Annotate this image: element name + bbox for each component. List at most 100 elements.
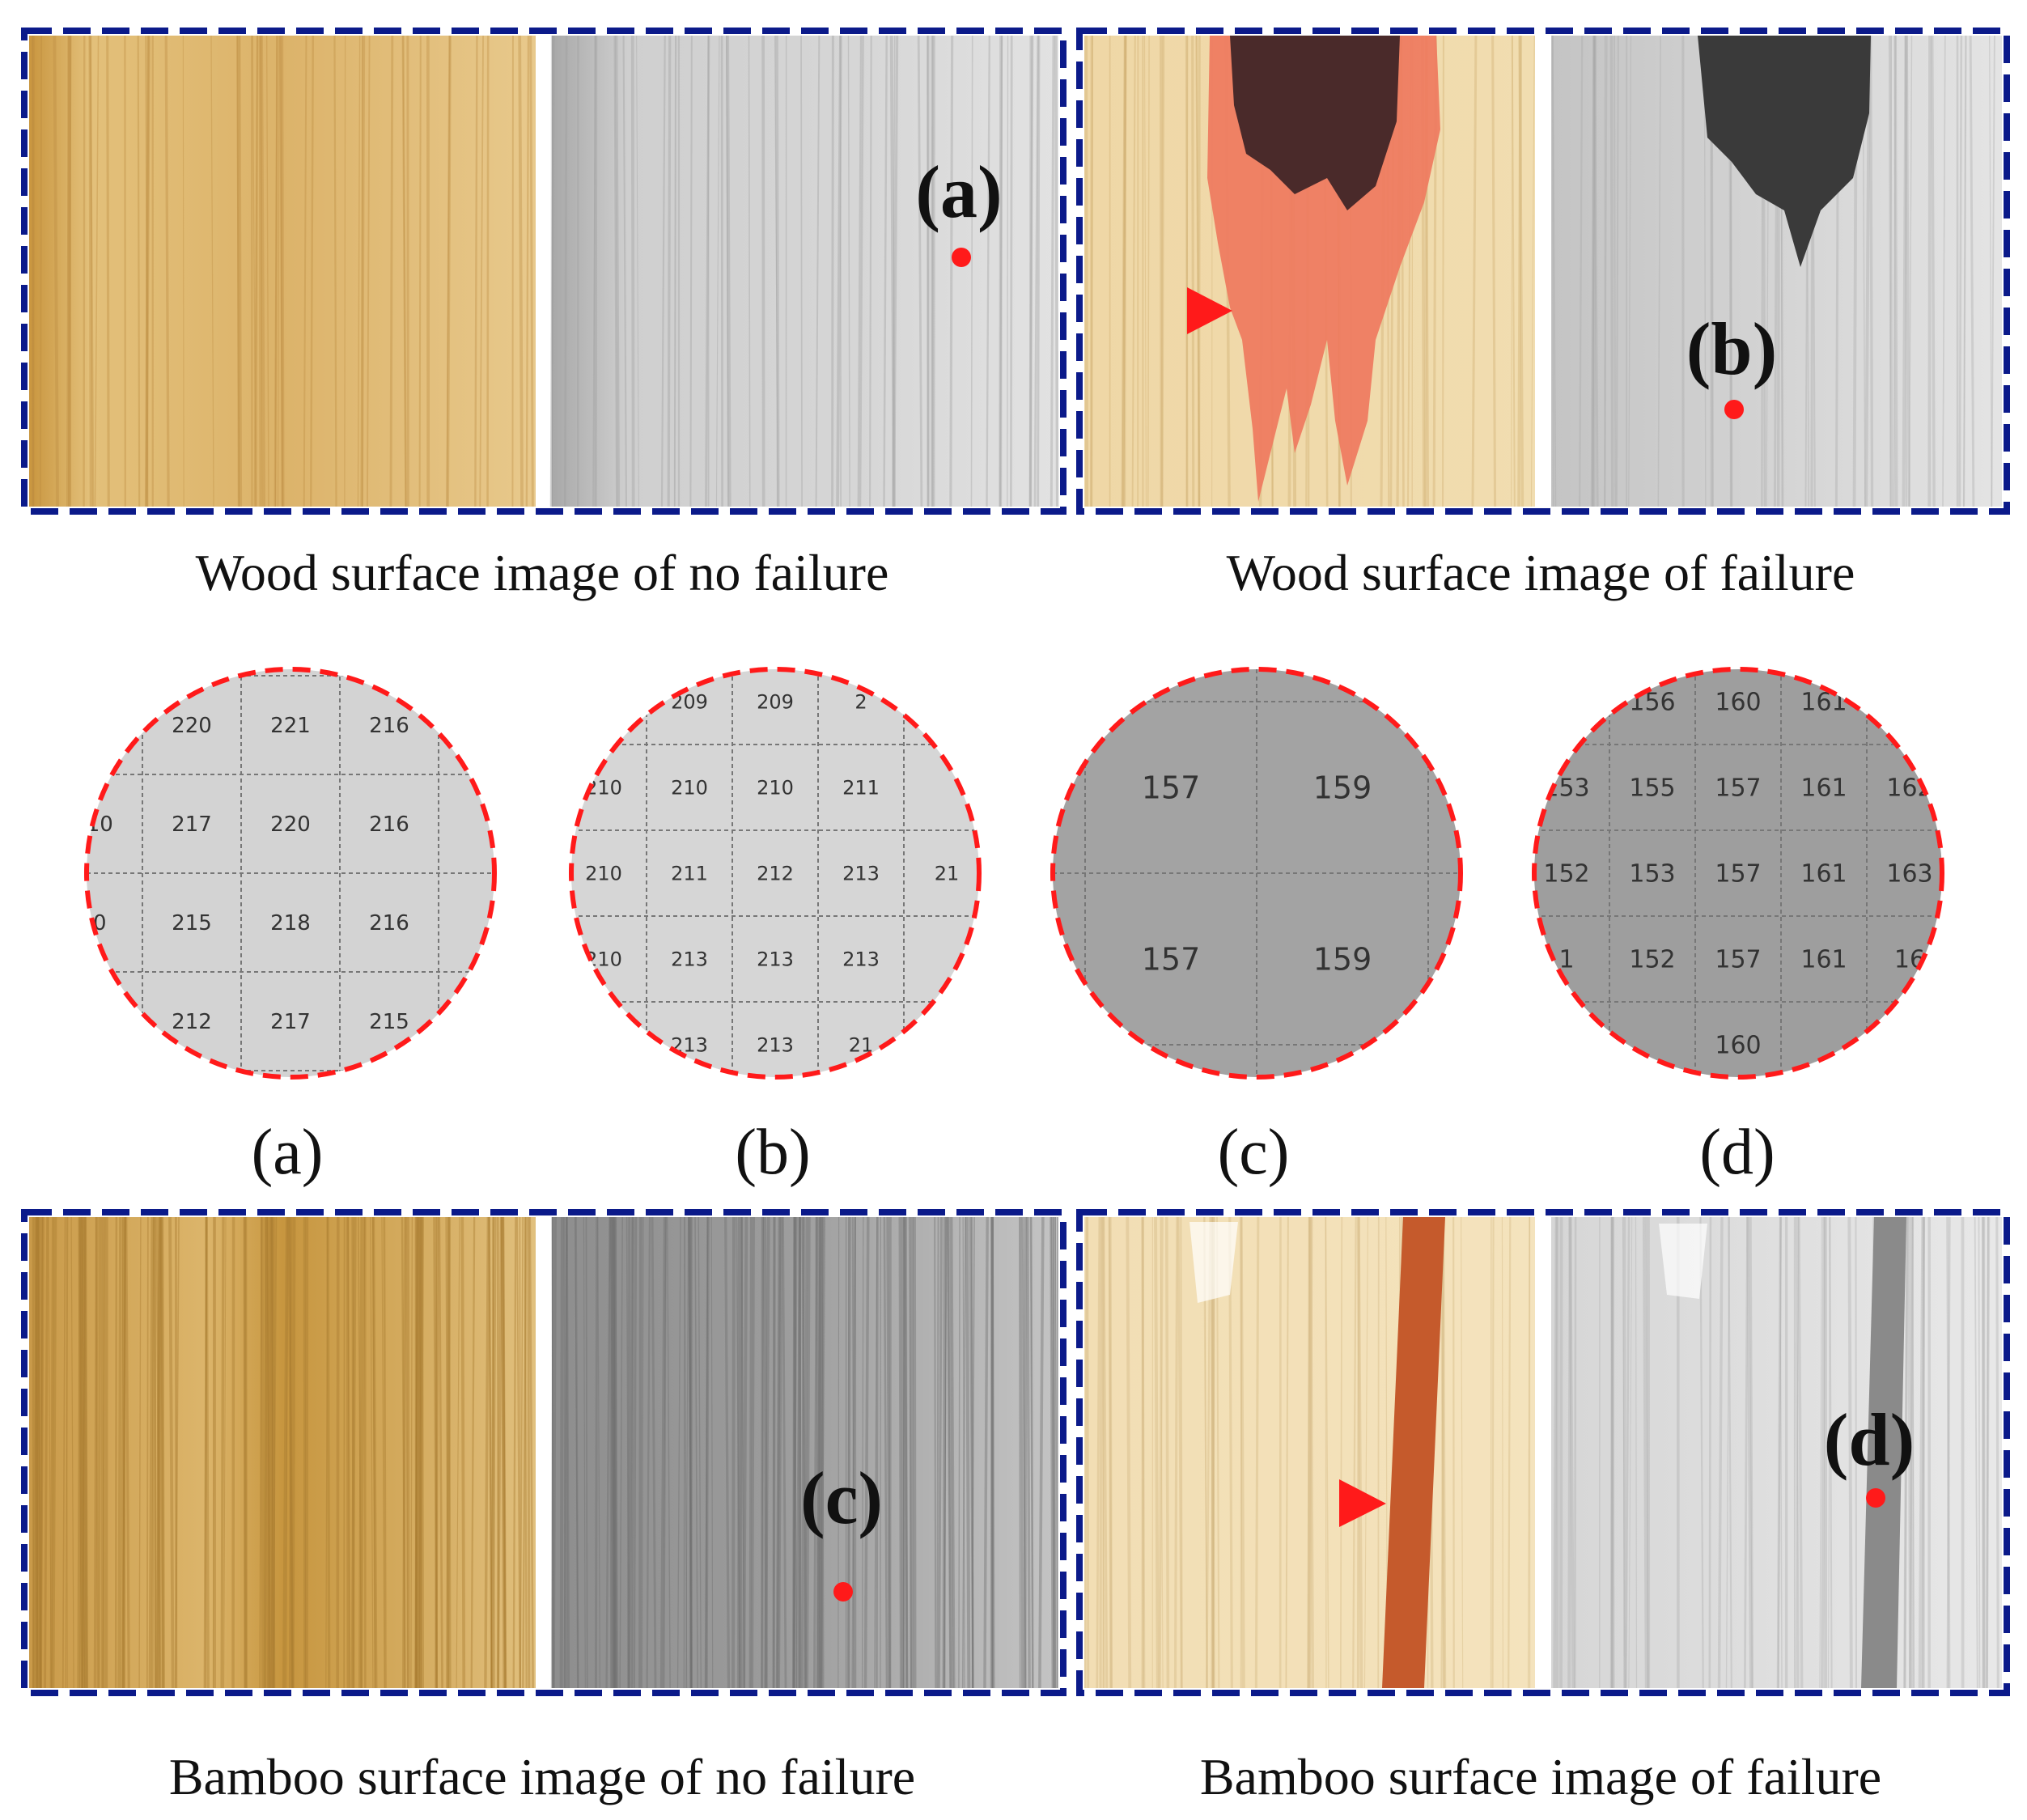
grain-line [490,1216,494,1689]
grain-line [1131,35,1136,507]
pixel-value: 217 [172,812,212,837]
grain-line [435,1216,439,1689]
grain-line [836,35,842,507]
grain-line [1907,1216,1912,1689]
pixel-value: 156 [1629,689,1675,717]
grain-line [1796,1216,1800,1689]
pixel-value: 221 [270,714,311,738]
grain-line [804,1216,808,1689]
grain-line [83,35,86,507]
pixel-value: 157 [1715,774,1761,803]
circle-border [84,667,497,1080]
grain-line [820,1216,826,1689]
grain-line [551,1216,554,1689]
grain-line [500,1216,504,1689]
marker-dot-c [833,1582,853,1602]
grain-line [66,35,71,507]
grain-line [414,1216,419,1689]
marker-label-d: (d) [1824,1398,1915,1481]
grain-line [401,35,407,507]
caption-bamboo-no-failure: Bamboo surface image of no failure [168,1748,916,1805]
grain-line [715,35,720,507]
grain-line [1307,1216,1310,1689]
grain-line [40,1216,45,1689]
grain-line [876,1216,879,1689]
grain-line [47,1216,52,1689]
grain-line [1910,1216,1915,1689]
dashed-frame [21,28,1067,515]
grain-line [236,35,240,507]
grain-line [983,1216,989,1689]
grain-line [358,1216,363,1689]
grain-line [726,35,729,507]
grain-line [65,1216,69,1689]
grain-line [859,35,864,507]
grain-line [801,1216,808,1689]
sublabel-d: (d) [1699,1117,1775,1188]
grain-line [93,1216,99,1689]
grain-line [289,1216,294,1689]
grain-line [77,1216,83,1689]
grain-line [609,1216,613,1689]
grain-line [265,35,269,507]
grain-line [371,1216,376,1689]
grain-line [1614,35,1617,507]
grain-line [1108,1216,1113,1689]
grain-line [1185,35,1189,507]
grain-line [999,35,1003,507]
grain-line [1196,35,1201,507]
grain-line [999,35,1003,507]
circle-background [571,669,979,1077]
grain-line [1645,1216,1649,1689]
grain-line [288,1216,293,1689]
grain-line [333,35,337,507]
marker-dot-b [1724,400,1744,419]
grain-line [815,35,821,507]
grain-line [817,1216,822,1689]
grain-line [1908,35,1913,507]
grain-line [519,1216,521,1689]
grain-line [1909,1216,1915,1689]
grain-line [1625,1216,1631,1689]
grain-line [732,1216,736,1689]
grain-line [1240,1216,1243,1689]
grain-line [83,1216,88,1689]
grain-line [1007,35,1009,507]
grain-line [1339,1216,1343,1689]
grayscale-image [552,1217,1058,1688]
grain-line [641,1216,644,1689]
grain-line [447,1216,452,1689]
grain-line [613,1216,619,1689]
grain-line [144,35,150,507]
grain-line [1592,35,1597,507]
grain-line [739,1216,743,1689]
grain-line [367,35,371,507]
wood-failure-panel [1076,28,2010,515]
grain-line [1995,1216,1999,1689]
dashed-frame [1076,1209,2010,1696]
dashed-frame [1076,28,2010,515]
grain-line [905,1216,908,1689]
grain-line [496,1216,503,1689]
grain-line [705,35,710,507]
grain-line [846,1216,851,1689]
grain-line [1622,1216,1626,1689]
grain-line [761,1216,765,1689]
grain-line [490,1216,497,1689]
marker-label-c: (c) [800,1457,883,1539]
grain-line [70,1216,74,1689]
grain-line [344,35,346,507]
grain-line [949,1216,954,1689]
grain-line [38,1216,43,1689]
grain-line [1797,1216,1804,1689]
grain-line [32,35,35,507]
grain-line [704,1216,709,1689]
grain-line [1609,1216,1614,1689]
grain-line [277,35,280,507]
grain-line [79,1216,85,1689]
grain-line [488,1216,493,1689]
grain-line [1121,35,1126,507]
grain-line [1452,1216,1455,1689]
grain-line [748,35,751,507]
